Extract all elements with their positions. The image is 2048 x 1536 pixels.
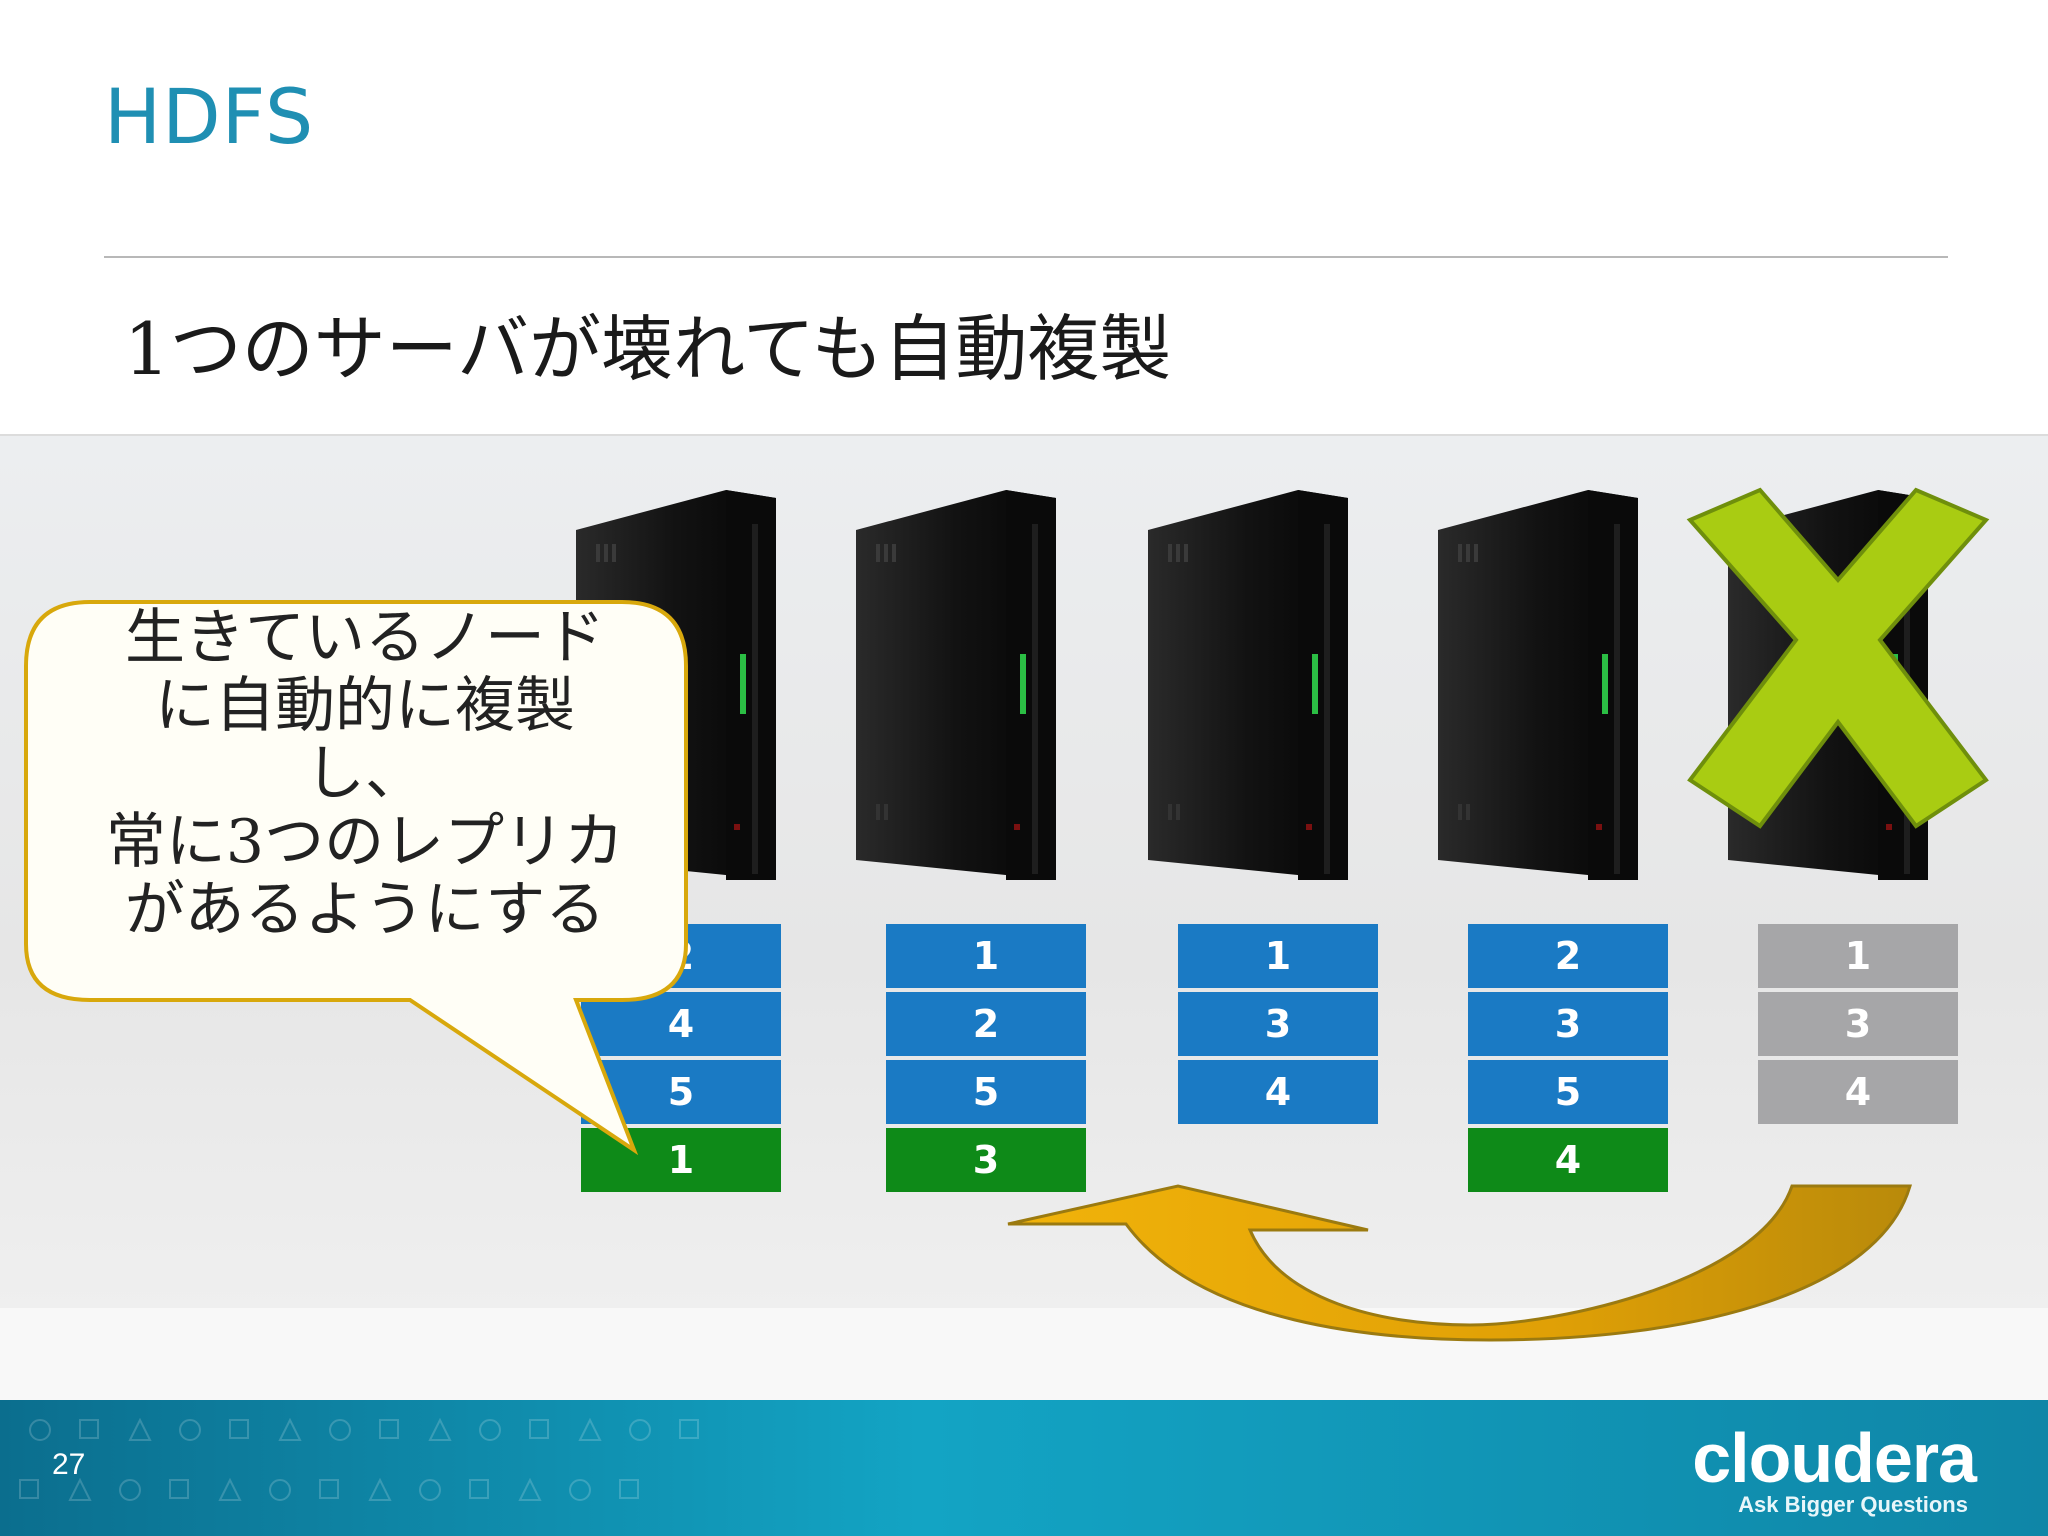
- diagram-overlay: [24, 487, 1990, 1342]
- callout-bubble: [24, 600, 688, 1156]
- slide-headline: 1つのサーバが壊れても自動複製: [124, 307, 1172, 391]
- diagram-bottom-band: [0, 1308, 2048, 1400]
- brand-tagline: Ask Bigger Questions: [1738, 1492, 1968, 1517]
- data-block: 2: [886, 992, 1086, 1056]
- lost-data-block: 4: [1758, 1060, 1958, 1124]
- lost-data-block: 1: [1758, 924, 1958, 988]
- callout-line: に自動的に複製: [155, 671, 575, 741]
- footer-pattern: [19, 1417, 699, 1501]
- title-divider: [104, 256, 1948, 258]
- data-block: 2: [1468, 924, 1668, 988]
- callout-line: し、: [305, 739, 425, 809]
- lost-data-block: 3: [1758, 992, 1958, 1056]
- data-block: 1: [886, 924, 1086, 988]
- server-icon: [1438, 490, 1638, 880]
- slide-title: HDFS: [104, 72, 315, 161]
- page-number: 27: [52, 1448, 86, 1481]
- data-block: 5: [1468, 1060, 1668, 1124]
- data-block: 3: [1468, 992, 1668, 1056]
- server-icon: [856, 490, 1056, 880]
- data-block: 3: [1178, 992, 1378, 1056]
- data-block: 4: [1178, 1060, 1378, 1124]
- data-block: 1: [1178, 924, 1378, 988]
- callout-line: 常に3つのレプリカ: [105, 807, 625, 877]
- callout-line: があるようにする: [124, 875, 606, 945]
- footer-bar: 27 cloudera Ask Bigger Questions: [0, 1400, 2048, 1536]
- callout-text: 生きているノード に自動的に複製 し、 常に3つのレプリカ があるようにする: [40, 604, 690, 944]
- server-icon: [1148, 490, 1348, 880]
- failed-node-x-mark: [1686, 487, 1990, 829]
- callout-line: 生きているノード: [125, 603, 605, 673]
- data-block: 5: [886, 1060, 1086, 1124]
- replicated-data-block: 3: [886, 1128, 1086, 1192]
- replicated-data-block: 4: [1468, 1128, 1668, 1192]
- data-block: 4: [581, 992, 781, 1056]
- replication-arrow: [1007, 1184, 1912, 1342]
- brand-logo: cloudera: [1692, 1419, 1977, 1497]
